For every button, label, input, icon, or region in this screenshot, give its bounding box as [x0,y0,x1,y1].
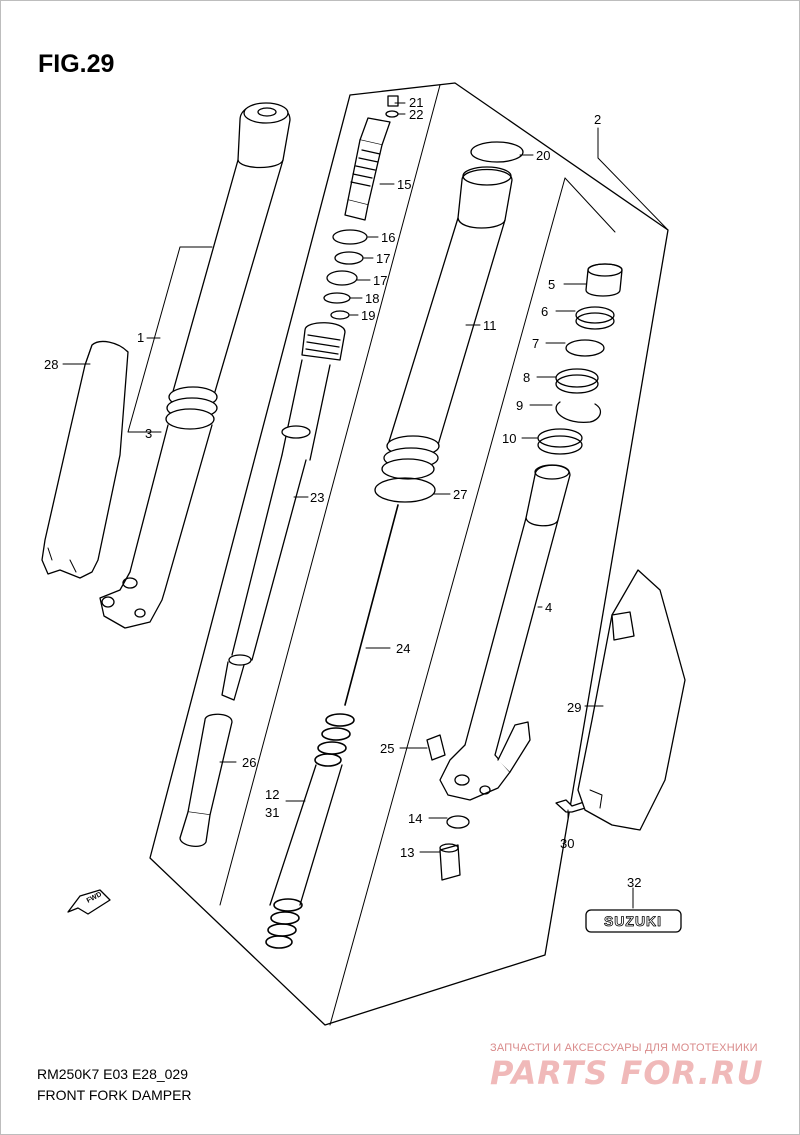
callout-28: 28 [44,357,59,372]
callout-21: 21 [409,95,424,110]
damper-cartridge [221,322,346,701]
oring-14 [446,815,470,829]
callout-17b: 17 [373,273,388,288]
callout-19: 19 [361,308,376,323]
callout-1: 1 [137,330,145,345]
assembly-inner-line-2 [329,177,566,1026]
callout-18: 18 [365,291,380,306]
callout-15: 15 [397,177,412,192]
callout-9: 9 [516,398,524,413]
inner-tube-right [344,141,524,706]
callout-13: 13 [400,845,415,860]
callout-2: 2 [594,112,602,127]
suzuki-text: SUZUKI [604,913,662,929]
outer-tube-left [99,102,291,629]
damper-cap-assembly [323,95,399,320]
callout-20: 20 [536,148,551,163]
model-code: RM250K7 E03 E28_029 [37,1066,188,1082]
callout-6: 6 [541,304,549,319]
callout-10: 10 [502,431,517,446]
callout-30: 30 [560,836,575,851]
tube-26 [187,713,233,816]
callout-24: 24 [396,641,411,656]
callout-14: 14 [408,811,423,826]
fork-guard-left [41,340,129,579]
callout-11: 11 [483,318,497,333]
callout-32: 32 [627,875,642,890]
callout-25: 25 [380,741,395,756]
callout-27: 27 [453,487,468,502]
callout-26: 26 [242,755,257,770]
diagram-name: FRONT FORK DAMPER [37,1087,192,1103]
watermark-logo: PARTS FOR.RU [490,1054,764,1092]
inner-tube-lower [426,464,571,801]
callout-8: 8 [523,370,531,385]
watermark-tagline: ЗАПЧАСТИ И АКСЕССУАРЫ ДЛЯ МОТОТЕХНИКИ [490,1042,758,1054]
callout-22: 22 [409,107,424,122]
bolt-13 [439,844,461,881]
callout-4: 4 [545,600,553,615]
suzuki-badge [585,909,682,933]
callout-12: 12 [265,787,280,802]
callout-5: 5 [548,277,556,292]
fwd-arrow-icon: FWD [67,889,111,915]
callout-29: 29 [567,700,582,715]
callout-31: 31 [265,805,280,820]
callout-17a: 17 [376,251,391,266]
bracket-1 [127,246,213,433]
callout-16: 16 [381,230,396,245]
callout-7: 7 [532,336,540,351]
callout-3: 3 [145,426,153,441]
assembly-inner-line [219,84,441,906]
figure-title: FIG.29 [38,50,115,78]
fork-spring [265,713,355,949]
fork-guard-right [577,569,686,831]
callout-23: 23 [310,490,325,505]
leader-lines [62,102,669,909]
assembly-inner-line-3 [564,177,616,233]
